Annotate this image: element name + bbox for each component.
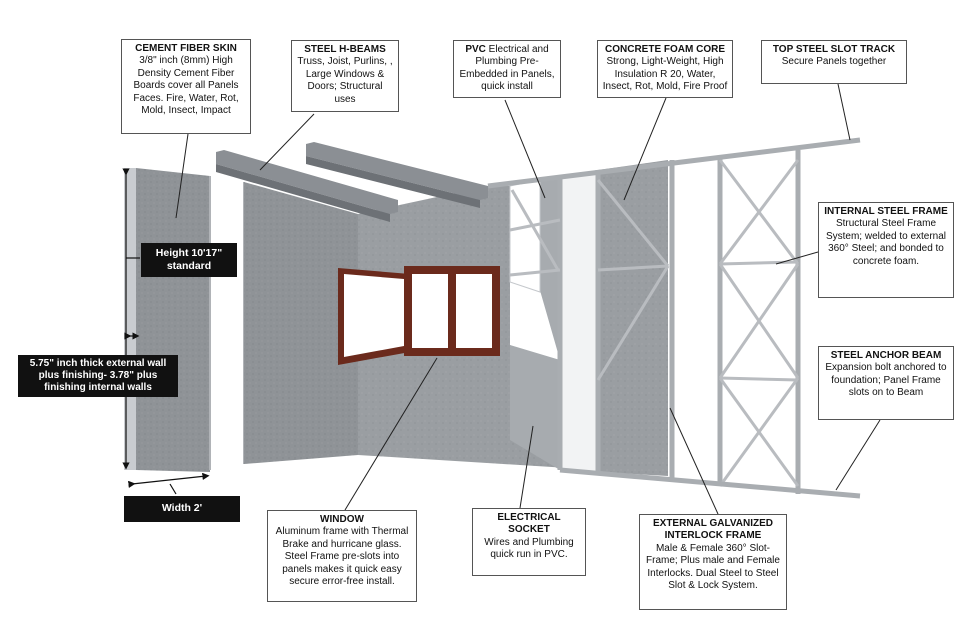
top-steel-track [487,137,861,189]
callout-window: WINDOW Aluminum frame with Thermal Brake… [267,510,417,602]
callout-internal-steel-frame: INTERNAL STEEL FRAME Structural Steel Fr… [818,202,954,298]
bottom-anchor-beam [559,467,861,499]
callout-text: Male & Female 360° Slot-Frame; Plus male… [646,542,780,592]
width-label: Width 2' [124,496,240,522]
callout-title: STEEL H-BEAMS [304,44,386,55]
leader-lines [175,83,881,515]
callout-external-interlock-frame: EXTERNAL GALVANIZED INTERLOCK FRAME Male… [639,514,787,610]
open-frame-bay [676,150,798,494]
left-wall-panel [136,168,210,472]
callout-steel-h-beams: STEEL H-BEAMS Truss, Joist, Purlins, , L… [291,40,399,112]
callout-text: Secure Panels together [781,56,887,68]
callout-text: Aluminum frame with Thermal Brake and hu… [275,526,409,588]
callout-title: WINDOW [320,514,364,525]
callout-title: ELECTRICAL SOCKET [497,512,561,536]
steel-h-beams [216,142,488,222]
callout-pvc: PVC Electrical and Plumbing Pre-Embedded… [453,40,561,98]
callout-concrete-foam-core: CONCRETE FOAM CORE Strong, Light-Weight,… [597,40,733,98]
left-panel-gap [210,176,244,470]
callout-title: CEMENT FIBER SKIN [135,43,237,54]
callout-electrical-socket: ELECTRICAL SOCKET Wires and Plumbing qui… [472,508,586,576]
callout-text: Expansion bolt anchored to foundation; P… [825,362,947,399]
callout-top-steel-slot-track: TOP STEEL SLOT TRACK Secure Panels toget… [761,40,907,84]
height-label: Height 10'17" standard [141,243,237,277]
left-inner-wall [244,182,358,464]
callout-title: INTERNAL STEEL FRAME [824,206,948,217]
callout-cement-fiber-skin: CEMENT FIBER SKIN 3/8" inch (8mm) High D… [121,39,251,134]
callout-title: CONCRETE FOAM CORE [605,44,725,55]
callout-title: TOP STEEL SLOT TRACK [772,44,896,55]
callout-text: 3/8" inch (8mm) High Density Cement Fibe… [133,55,239,117]
callout-title: STEEL ANCHOR BEAM [830,350,942,361]
callout-text: Truss, Joist, Purlins, , Large Windows &… [297,56,393,105]
thickness-label: 5.75" inch thick external wall plus fini… [18,355,178,397]
callout-text: Wires and Plumbing quick run in PVC. [484,536,574,561]
callout-title: PVC Electrical and Plumbing Pre-Embedded… [459,44,555,93]
callout-steel-anchor-beam: STEEL ANCHOR BEAM Expansion bolt anchore… [818,346,954,420]
steel-braces [509,159,800,487]
steel-studs [557,150,801,494]
foam-core-panel [598,160,668,476]
callout-title: EXTERNAL GALVANIZED INTERLOCK FRAME [652,518,773,542]
callout-text: Strong, Light-Weight, High Insulation R … [602,56,728,93]
callout-text: Structural Steel Frame System; welded to… [825,218,947,267]
window-graphic [338,266,500,365]
dimension-lines [122,168,210,495]
